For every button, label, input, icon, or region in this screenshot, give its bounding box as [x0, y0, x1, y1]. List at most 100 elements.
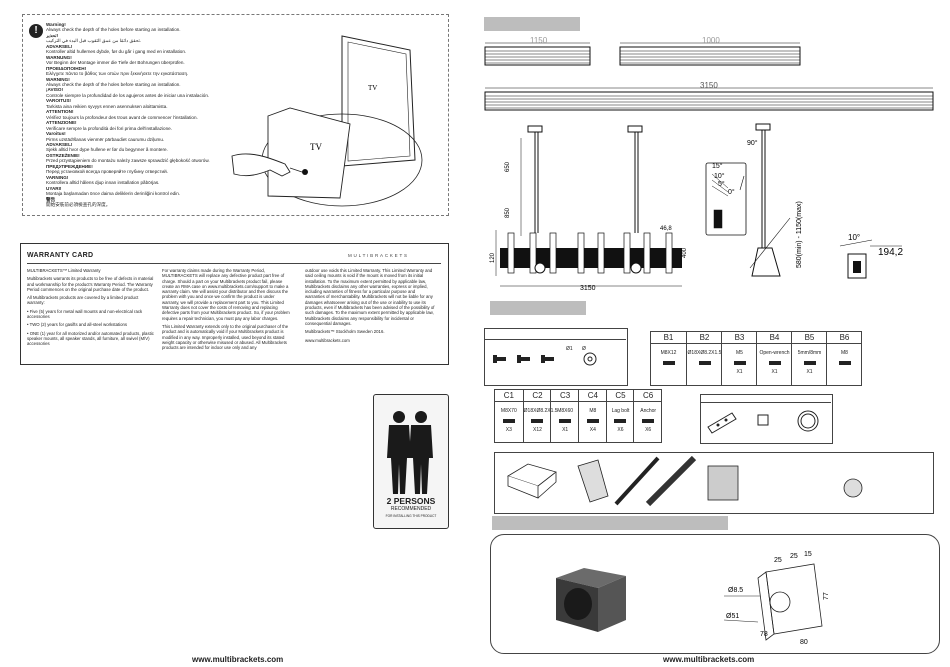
warning-heading: ATTENTION!: [46, 109, 74, 115]
part-spec: M8X12: [660, 350, 677, 356]
dim-51: Ø51: [726, 613, 739, 620]
parts-group-d: [700, 394, 833, 444]
website-link-left[interactable]: www.multibrackets.com: [192, 655, 284, 664]
part-spec: Ø18XØ8.2X1.5: [523, 408, 558, 414]
persons-recommended: RECOMMENDED: [390, 506, 432, 512]
tilt-angle: 10°: [848, 233, 860, 242]
part-count: X4: [589, 427, 596, 433]
warning-line: Verificare sempre la profondità dei fori…: [46, 125, 172, 131]
warning-heading: WARNING!: [46, 76, 70, 82]
warning-line: Sjekk alltid hvor dype hullene er før du…: [46, 147, 168, 153]
warning-heading: تحذير!: [46, 32, 58, 38]
warning-heading: Warning!: [46, 22, 66, 27]
dim-850: 850: [505, 207, 511, 218]
angle-10: 10°: [714, 172, 725, 180]
tv-installation-illustration: TV TV: [231, 35, 423, 207]
part-spec: 5mm/8mm: [797, 350, 822, 356]
divider: [700, 402, 831, 403]
warning-text: Warning!Always check the depth of the ho…: [46, 22, 246, 207]
bar-dimension-drawings: 1150 1000 3150: [484, 36, 934, 111]
warranty-paragraph: • Five (5) years for metal wall mounts a…: [27, 308, 143, 320]
part-id: B6: [827, 332, 862, 344]
components-illustration: [507, 456, 863, 507]
dim-650: 650: [505, 161, 511, 172]
warning-line: Always check the depth of the holes befo…: [46, 27, 181, 33]
part-count: X6: [645, 427, 652, 433]
dim-15: 15: [804, 551, 812, 558]
warning-heading: VARNING!: [46, 174, 69, 180]
warranty-column-2: For warranty claims made during the Warr…: [162, 268, 292, 353]
warranty-title: WARRANTY CARD: [27, 252, 94, 259]
warning-box: [22, 14, 449, 216]
warning-heading: Varoitus!: [46, 131, 66, 137]
part-spec: M8X70: [500, 408, 517, 414]
brand-logo: MULTIBRACKETS: [348, 253, 409, 258]
warning-heading: VAROITUS!: [46, 98, 71, 104]
side-view-drawing: 15° 10° 5° 0° 90° 580(min) - 1150(max): [705, 123, 803, 277]
screw-icon: [586, 419, 599, 423]
warning-line: Montaja başlamadan önce daima deliklerin…: [46, 191, 181, 197]
part-id: C5: [606, 390, 635, 402]
warning-heading: ¡AVISO!: [46, 87, 64, 93]
angle-5: 5°: [718, 180, 725, 188]
screw-icon: [502, 419, 515, 423]
dim-80: 80: [800, 639, 808, 646]
screw-icon: [838, 361, 851, 365]
warning-line: Controle siempre la profundidad de los a…: [46, 92, 210, 98]
warning-line: Kontrollera alltid hålens djup innan ins…: [46, 180, 160, 186]
dim-120: 120: [490, 252, 496, 263]
warranty-paragraph: Multibrackets warrants its products to b…: [27, 276, 154, 292]
part-spec: Open-wrench: [759, 350, 790, 356]
warning-heading: ADVARSEL!: [46, 43, 73, 49]
persons-count: 2 PERSONS: [386, 496, 436, 506]
part-id: C2: [523, 390, 552, 402]
part-count: X1: [771, 369, 778, 375]
warranty-paragraph: All Multibrackets products are covered b…: [27, 295, 139, 306]
screw-icon: [698, 361, 711, 365]
warning-line: Vérifiez toujours la profondeur des trou…: [46, 114, 198, 120]
screws-a-illustration: [493, 352, 597, 366]
part-id: B1: [651, 332, 686, 344]
part-count: X1: [736, 369, 743, 375]
part-spec: Ø18XØ8.2X1.5: [687, 350, 722, 356]
bracket-3d-render: [556, 568, 626, 632]
dim-bar1: 1150: [530, 36, 548, 45]
part-spec: Anchor: [640, 408, 657, 414]
section-header-bracket: [492, 516, 728, 530]
bracket-dimension-drawing: Ø8.5 Ø51 25 25 15 77 80 78: [723, 551, 830, 646]
warning-line: تحقق دائمًا من عمق الثقوب قبل البدء في ا…: [46, 38, 142, 44]
part-id: B5: [792, 332, 827, 344]
part-id: C3: [551, 390, 579, 402]
warranty-paragraph: MULTIBRACKETS™ Limited Warranty: [27, 268, 101, 273]
warning-line: Pirms uzstādīšanas vienmēr pārbaudiet ca…: [46, 136, 165, 142]
dim-77: 77: [823, 592, 830, 600]
website-link-right[interactable]: www.multibrackets.com: [663, 655, 755, 664]
warranty-paragraph: • TWO (2) years for gasifts and all-stee…: [27, 322, 128, 328]
part-id: C1: [495, 390, 523, 402]
screw-icon: [559, 419, 572, 423]
divider: [27, 263, 441, 264]
warning-line: Перед установкой всегда проверяйте глуби…: [46, 169, 168, 175]
warning-line: Przed przystąpieniem do montażu należy z…: [46, 158, 210, 164]
warning-heading: ПРЕДУПРЕЖДЕНИЕ!: [46, 163, 93, 169]
part-count: X1: [806, 369, 813, 375]
dim-25b: 25: [790, 553, 798, 560]
section-header-parts: [490, 301, 586, 315]
warning-heading: UYARI!: [46, 185, 62, 191]
angle-0: 0°: [728, 188, 735, 196]
screw-icon: [733, 361, 746, 365]
warranty-paragraph: For warranty claims made during the Warr…: [162, 268, 290, 321]
part-spec: M5: [736, 350, 743, 356]
warning-line: 開始安裝前必須檢查孔的深度。: [46, 201, 111, 207]
washer-label-1: Ø1: [566, 346, 573, 352]
